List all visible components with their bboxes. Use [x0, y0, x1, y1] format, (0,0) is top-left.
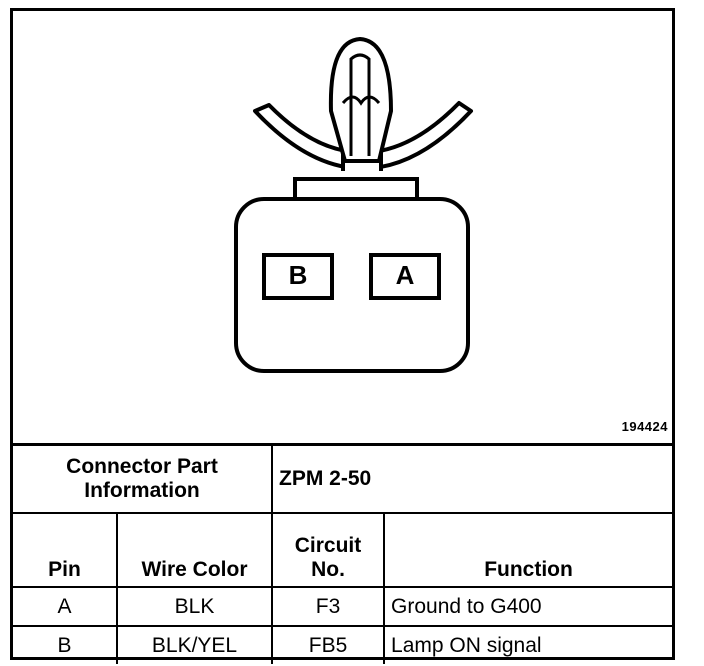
connector-diagram-frame: B A 194424 Connector Part Information ZP…	[10, 8, 675, 664]
wire-color-cell: BLK	[115, 586, 274, 627]
function-cell: Lamp ON signal	[383, 625, 673, 664]
header-function: Function	[383, 512, 673, 588]
header-pin: Pin	[13, 512, 118, 588]
table-row: B BLK/YEL FB5 Lamp ON signal	[13, 625, 673, 664]
connector-drawing	[234, 37, 473, 373]
cavity-b-label: B	[288, 260, 308, 290]
cavity-b-box	[262, 253, 334, 300]
circuit-cell: FB5	[271, 625, 386, 664]
push-pin-head	[328, 37, 393, 163]
table-header-row: Pin Wire Color Circuit No. Function	[13, 512, 673, 588]
part-info-value: ZPM 2-50	[271, 443, 673, 514]
figure-number: 194424	[621, 419, 668, 434]
push-pin-slot	[349, 53, 371, 156]
cavity-a-label: A	[395, 260, 415, 290]
connector-illustration: B A 194424	[13, 11, 672, 443]
part-info-row: Connector Part Information ZPM 2-50	[13, 443, 673, 514]
header-circuit: Circuit No.	[271, 512, 386, 588]
connector-body	[234, 197, 470, 373]
retaining-clip-arc	[253, 101, 473, 171]
pin-cell: B	[13, 625, 118, 664]
push-pin-highlight	[341, 95, 381, 106]
wire-color-cell: BLK/YEL	[115, 625, 274, 664]
header-wire-color: Wire Color	[115, 512, 274, 588]
table-row: A BLK F3 Ground to G400	[13, 586, 673, 627]
part-info-label: Connector Part Information	[13, 443, 274, 514]
function-cell: Ground to G400	[383, 586, 673, 627]
pin-cell: A	[13, 586, 118, 627]
cavity-a-box	[369, 253, 441, 300]
circuit-cell: F3	[271, 586, 386, 627]
pinout-table: Connector Part Information ZPM 2-50 Pin …	[13, 443, 673, 664]
